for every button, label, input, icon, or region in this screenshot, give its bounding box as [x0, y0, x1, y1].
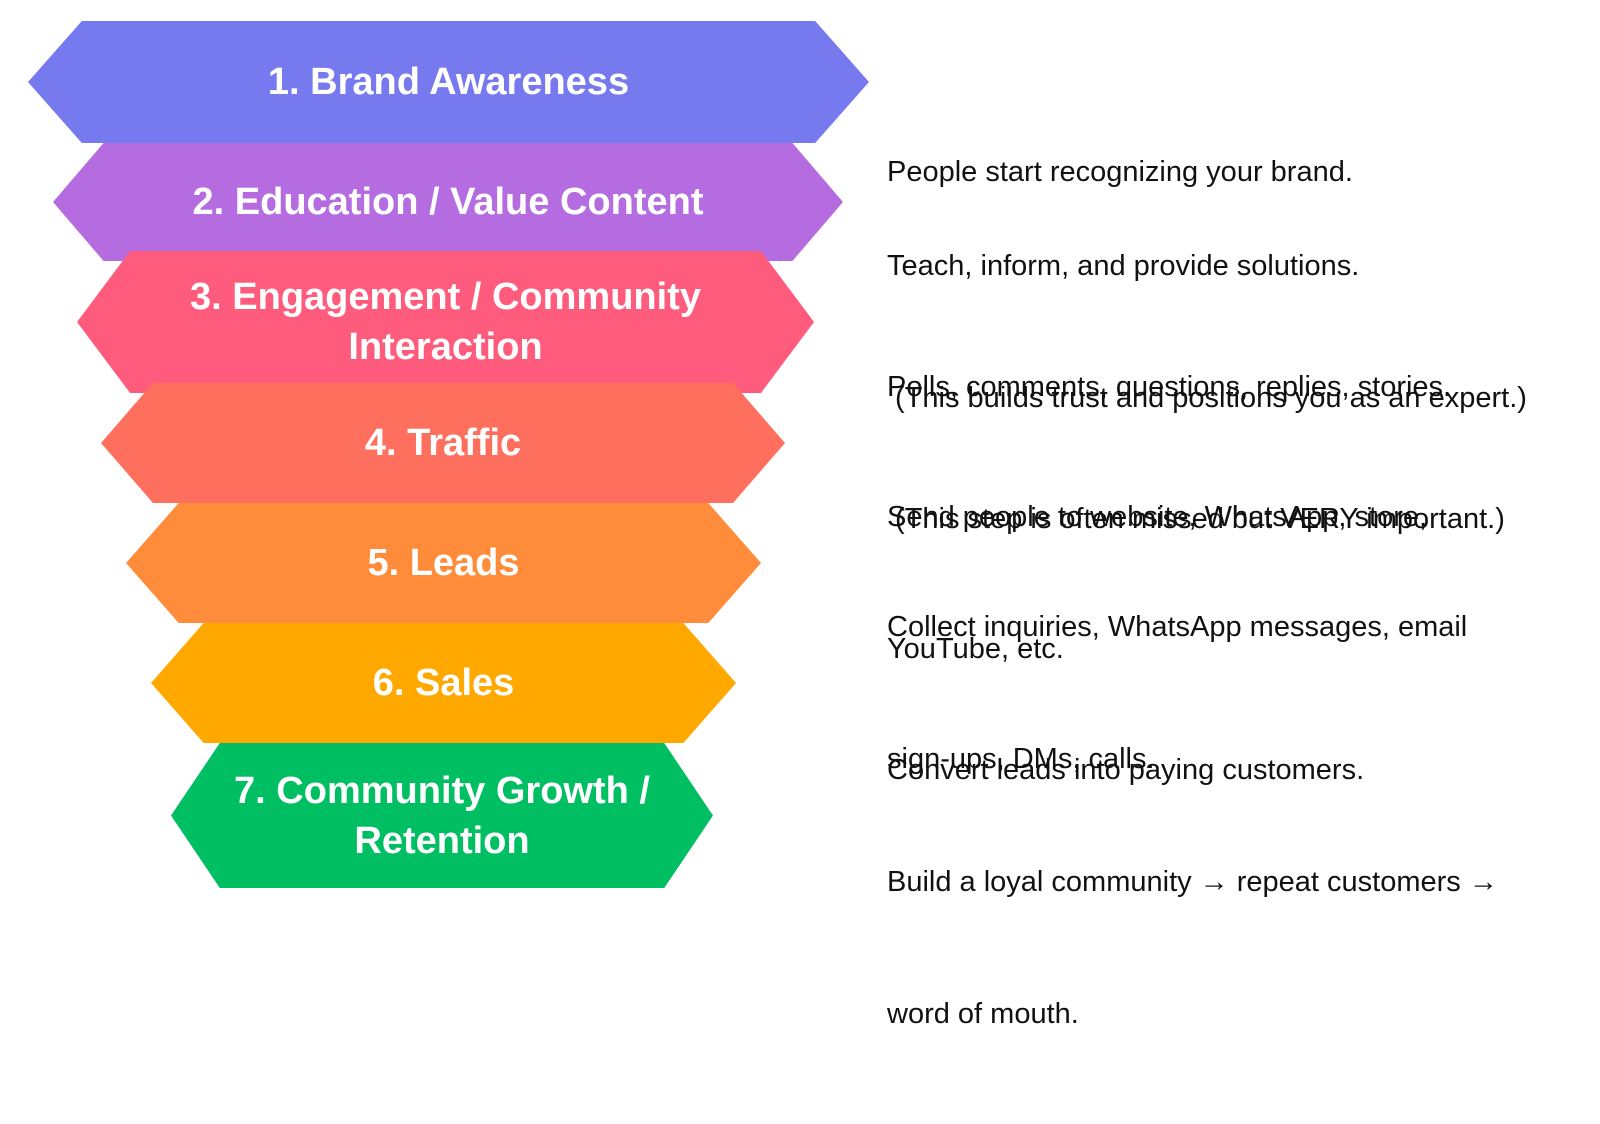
- description-line: Convert leads into paying customers.: [887, 754, 1365, 786]
- description-line: Collect inquiries, WhatsApp messages, em…: [887, 611, 1468, 643]
- stage-description: Convert leads into paying customers.: [887, 660, 1587, 880]
- funnel-stage-community-growth: 7. Community Growth / Retention: [171, 743, 713, 888]
- stage-label: 6. Sales: [372, 662, 515, 704]
- funnel-stage-engagement: 3. Engagement / Community Interaction: [77, 251, 814, 393]
- description-line: Teach, inform, and provide solutions.: [887, 250, 1360, 282]
- stage-description: Collect inquiries, WhatsApp messages, em…: [887, 517, 1587, 869]
- stage-description: Send people to website, WhatsApp, store,…: [887, 407, 1587, 759]
- description-line: sign-ups, DMs, calls.: [887, 743, 1155, 775]
- funnel-stage-traffic: 4. Traffic: [101, 383, 785, 503]
- description-line: YouTube, etc.: [887, 633, 1064, 665]
- funnel-stage-education: 2. Education / Value Content: [53, 143, 843, 261]
- marketing-funnel-diagram: 1. Brand Awareness 2. Education / Value …: [28, 21, 1587, 1030]
- description-line: Build a loyal community → repeat custome…: [887, 866, 1498, 898]
- description-line: People start recognizing your brand.: [887, 156, 1353, 188]
- description-line: (This builds trust and positions you as …: [887, 382, 1527, 414]
- funnel-stage-sales: 6. Sales: [151, 623, 736, 743]
- stage-description: Build a loyal community → repeat custome…: [887, 772, 1587, 1124]
- stage-description: Polls, comments, questions, replies, sto…: [887, 277, 1587, 629]
- description-line: Polls, comments, questions, replies, sto…: [887, 371, 1452, 403]
- stage-description: People start recognizing your brand.: [887, 62, 1587, 282]
- stage-label: 5. Leads: [367, 542, 520, 584]
- funnel-stage-brand-awareness: 1. Brand Awareness: [28, 21, 869, 143]
- stage-label: 1. Brand Awareness: [267, 61, 630, 103]
- stage-description: Teach, inform, and provide solutions. (T…: [887, 156, 1587, 508]
- stage-label: 3. Engagement / Community Interaction: [190, 276, 701, 368]
- description-line: Send people to website, WhatsApp, store,: [887, 501, 1428, 533]
- stage-label: 7. Community Growth / Retention: [234, 769, 650, 862]
- stage-label: 4. Traffic: [364, 422, 522, 464]
- description-line: (This step is often missed but VERY impo…: [887, 503, 1505, 535]
- funnel-stage-leads: 5. Leads: [126, 503, 761, 623]
- stage-label: 2. Education / Value Content: [192, 181, 704, 223]
- description-line: word of mouth.: [887, 998, 1079, 1030]
